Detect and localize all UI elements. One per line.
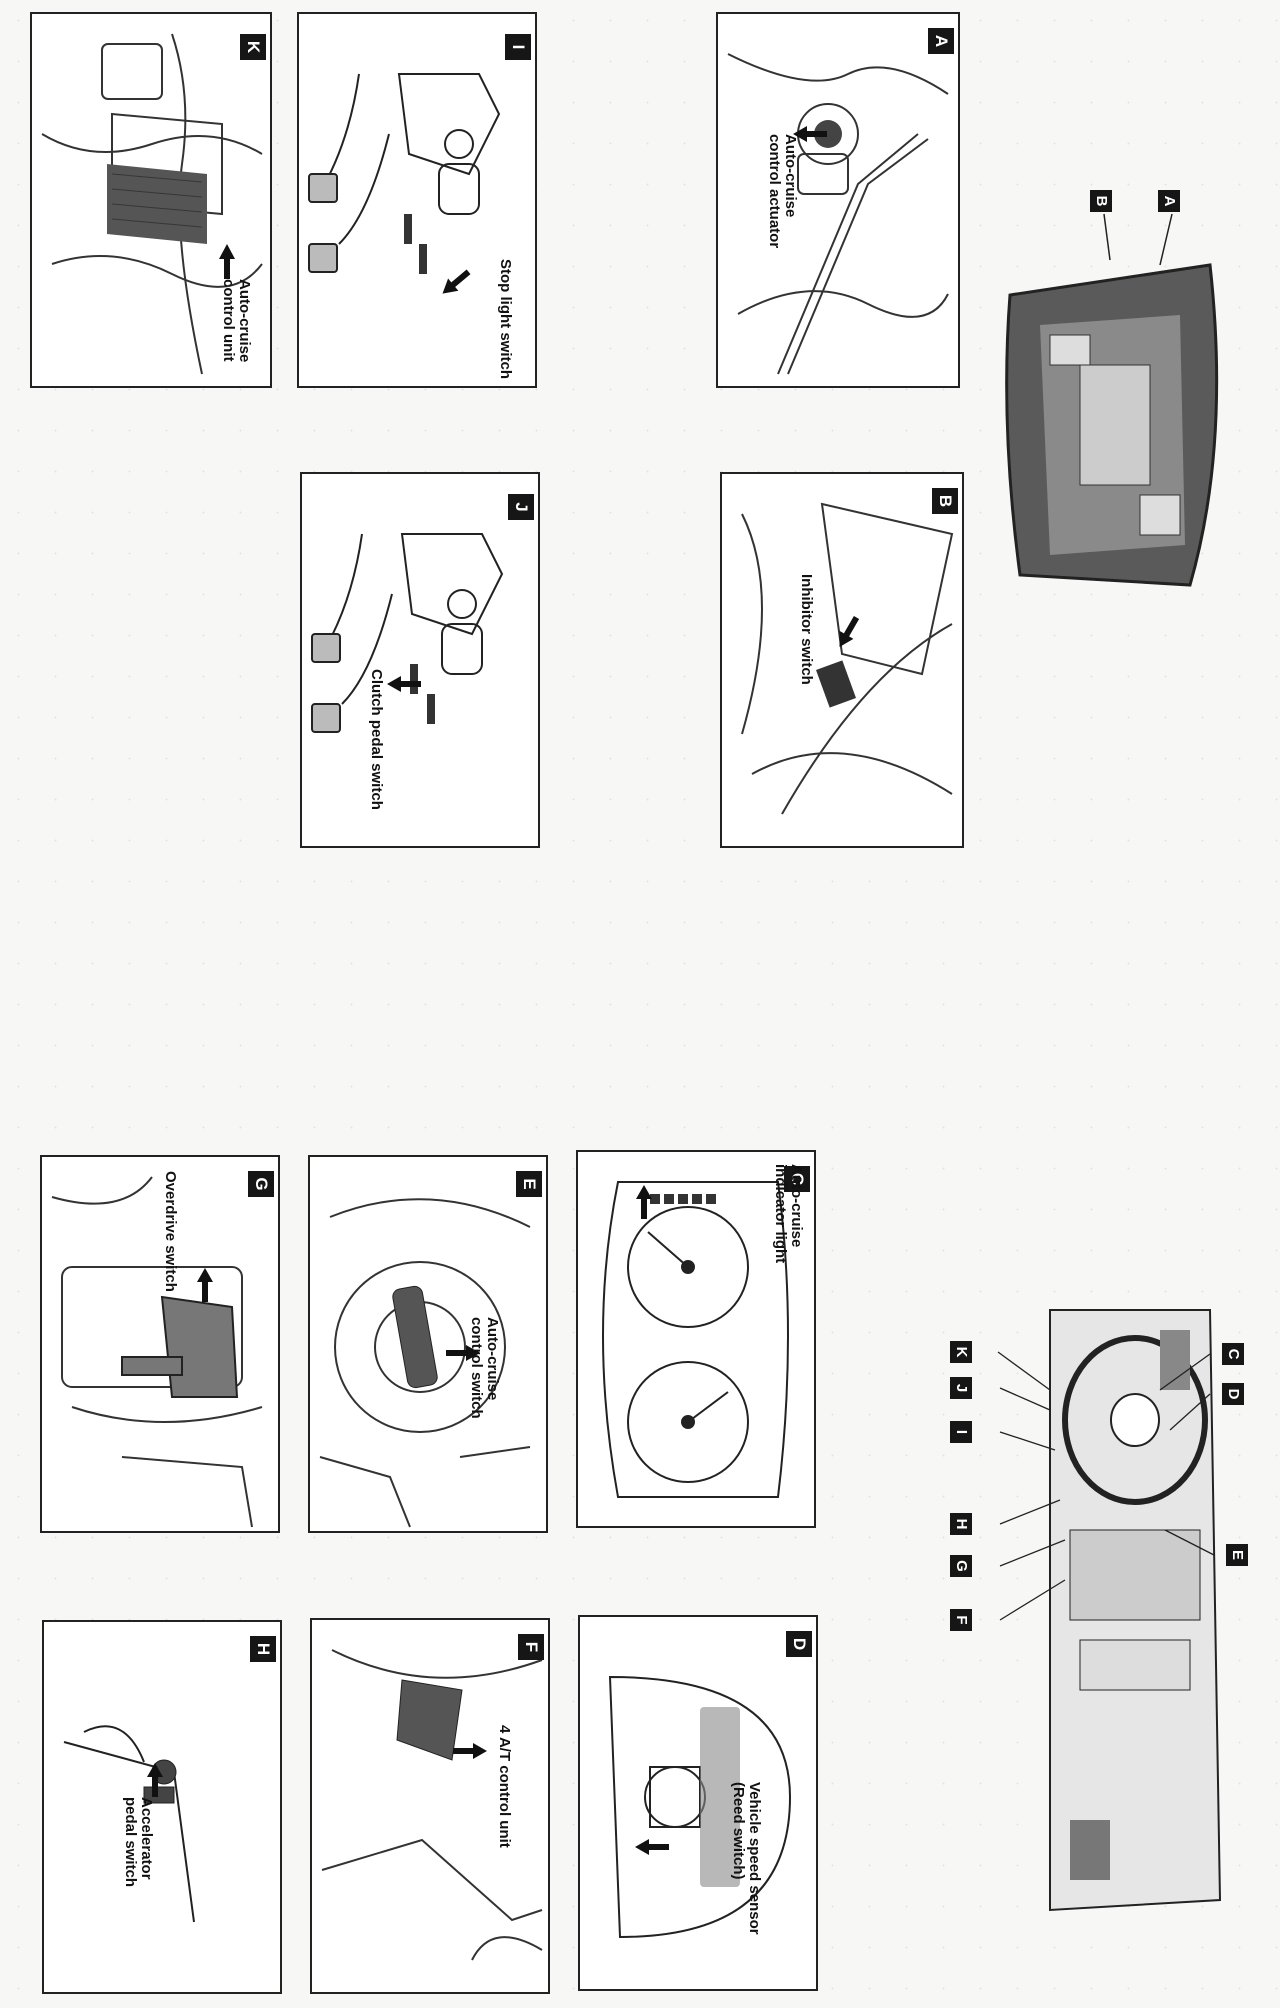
panel-tag: K	[240, 34, 266, 60]
panel-tag: J	[508, 494, 534, 520]
dash-tag-i: I	[950, 1421, 972, 1443]
engine-leader-lines	[1103, 213, 1173, 266]
overdrive-switch-illustration	[51, 1176, 263, 1528]
panel-f: F 4 A/T control unit	[310, 1618, 550, 1994]
control-unit-illustration	[41, 33, 263, 375]
panel-tag: H	[250, 1636, 276, 1662]
dash-tag-j: J	[950, 1377, 972, 1399]
panel-tag: B	[932, 488, 958, 514]
dash-tag-e: E	[1226, 1544, 1248, 1566]
part-label: Auto-cruise control actuator	[766, 134, 799, 249]
dash-leader-lines	[997, 1351, 1215, 1621]
panel-c: C Auto-cruise indicator light	[576, 1150, 816, 1528]
part-label: Overdrive switch	[162, 1171, 179, 1292]
part-label: Auto-cruise control unit	[220, 279, 253, 363]
dashboard-illustration	[1049, 1309, 1222, 1912]
dash-tag-f: F	[950, 1609, 972, 1631]
speed-sensor-illustration	[608, 1675, 792, 1939]
panel-e: E Auto-cruise control switch	[308, 1155, 548, 1533]
panel-tag: F	[518, 1634, 544, 1660]
engine-bay-illustration	[1005, 263, 1219, 587]
panel-tag: I	[505, 34, 531, 60]
actuator-illustration	[727, 53, 949, 375]
panel-k: K Auto-cruise control unit	[30, 12, 272, 388]
part-label: Auto-cruise control switch	[468, 1317, 501, 1419]
panel-tag: E	[516, 1171, 542, 1197]
dash-tag-c: C	[1222, 1343, 1244, 1365]
part-label: Accelerator pedal switch	[122, 1797, 155, 1888]
engine-bay-overview: B A	[990, 190, 1240, 595]
inhibitor-switch-illustration	[741, 502, 954, 815]
instrument-cluster-illustration	[602, 1181, 789, 1498]
dash-tag-h: H	[950, 1513, 972, 1535]
panel-tag: G	[248, 1171, 274, 1197]
part-label: Clutch pedal switch	[368, 669, 385, 810]
panel-d: D Vehicle speed sensor (Reed switch)	[578, 1615, 818, 1991]
at-control-unit-illustration	[321, 1649, 543, 1961]
part-label: Stop light switch	[497, 259, 514, 379]
panel-tag: D	[786, 1631, 812, 1657]
engine-tag-a: A	[1158, 190, 1180, 212]
part-label: Auto-cruise indicator light	[772, 1164, 805, 1264]
part-label: Inhibitor switch	[798, 574, 815, 685]
panel-h: H Accelerator pedal switch	[42, 1620, 282, 1994]
dash-tag-d: D	[1222, 1383, 1244, 1405]
part-label: Vehicle speed sensor (Reed switch)	[730, 1782, 763, 1935]
part-label: 4 A/T control unit	[496, 1725, 513, 1848]
panel-j: J Clutch pedal switch	[300, 472, 540, 848]
panel-i: I Stop light switch	[297, 12, 537, 388]
cruise-switch-illustration	[319, 1198, 531, 1528]
dashboard-overview	[1030, 1300, 1240, 1920]
accelerator-switch-illustration	[63, 1725, 195, 1923]
panel-a: A Auto-cruise control actuator	[716, 12, 960, 388]
dash-tag-g: G	[950, 1555, 972, 1577]
clutch-pedal-switch-illustration	[311, 533, 504, 733]
panel-b: B Inhibitor switch	[720, 472, 964, 848]
panel-g: G Overdrive switch	[40, 1155, 280, 1533]
panel-tag: A	[928, 28, 954, 54]
engine-tag-b: B	[1090, 190, 1112, 212]
stop-light-switch-illustration	[308, 73, 501, 294]
dash-tag-k: K	[950, 1341, 972, 1363]
